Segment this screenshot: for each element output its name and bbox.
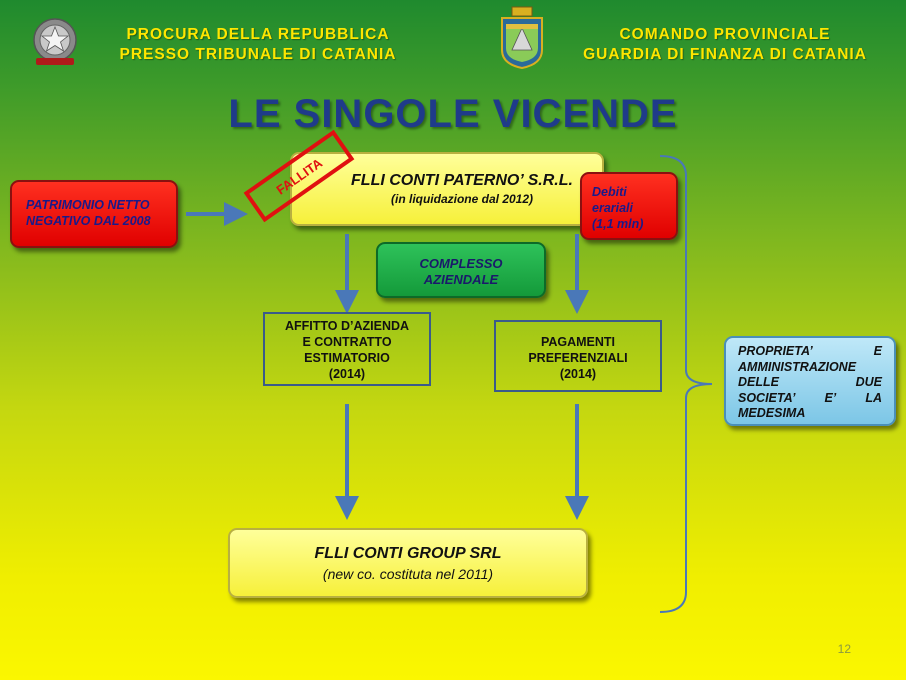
right-header-line2: GUARDIA DI FINANZA DI CATANIA bbox=[583, 46, 867, 63]
group-line2: (new co. costituta nel 2011) bbox=[322, 566, 494, 582]
debiti-line3: (1,1 mln) bbox=[592, 217, 644, 231]
right-header: COMANDO PROVINCIALE GUARDIA DI FINANZA D… bbox=[552, 25, 898, 65]
affitto-line1: AFFITTO D’AZIENDA bbox=[284, 319, 410, 333]
proprieta-line1: PROPRIETA’ E bbox=[738, 344, 882, 358]
slide-title: LE SINGOLE VICENDE bbox=[228, 92, 678, 136]
proprieta-line4: SOCIETA’ E’ LA bbox=[738, 390, 882, 405]
patrimonio-line1: PATRIMONIO NETTO bbox=[26, 198, 150, 212]
guardia-finanza-crest-icon bbox=[498, 6, 546, 70]
proprieta-amministrazione-box: PROPRIETA’ E AMMINISTRAZIONE DELLE DUE S… bbox=[724, 336, 896, 426]
right-header-line1: COMANDO PROVINCIALE bbox=[619, 26, 831, 43]
group-line1: FLLI CONTI GROUP SRL bbox=[314, 545, 502, 562]
left-header: PROCURA DELLA REPUBBLICA PRESSO TRIBUNAL… bbox=[88, 25, 428, 65]
affitto-line3: ESTIMATORIO bbox=[304, 351, 390, 365]
affitto-line4: (2014) bbox=[328, 367, 366, 381]
complesso-aziendale-box: COMPLESSO AZIENDALE bbox=[376, 242, 546, 298]
page-number: 12 bbox=[837, 642, 851, 656]
right-brace bbox=[659, 155, 713, 613]
complesso-line2: AZIENDALE bbox=[423, 272, 499, 287]
republic-emblem-icon bbox=[30, 16, 80, 68]
complesso-line1: COMPLESSO bbox=[419, 256, 503, 271]
patrimonio-line2: NEGATIVO DAL 2008 bbox=[26, 214, 151, 228]
flli-conti-group-box: FLLI CONTI GROUP SRL (new co. costituta … bbox=[228, 528, 588, 598]
pagamenti-line3: (2014) bbox=[559, 367, 597, 381]
paterno-line2: (in liquidazione dal 2012) bbox=[390, 192, 534, 206]
proprieta-line2: AMMINISTRAZIONE bbox=[738, 359, 857, 374]
debiti-erariali-box: Debiti erariali (1,1 mln) bbox=[580, 172, 678, 240]
debiti-line1: Debiti bbox=[592, 185, 627, 199]
proprieta-line5: MEDESIMA bbox=[738, 406, 806, 420]
pagamenti-line1: PAGAMENTI bbox=[540, 335, 616, 349]
flli-conti-paterno-box: FLLI CONTI PATERNO’ S.R.L. (in liquidazi… bbox=[290, 152, 604, 226]
proprieta-line3: DELLE DUE bbox=[738, 375, 882, 389]
left-header-line2: PRESSO TRIBUNALE DI CATANIA bbox=[119, 46, 397, 63]
pagamenti-line2: PREFERENZIALI bbox=[528, 351, 628, 365]
affitto-line2: E CONTRATTO bbox=[302, 335, 392, 349]
debiti-line2: erariali bbox=[592, 201, 634, 215]
affitto-azienda-box: AFFITTO D’AZIENDA E CONTRATTO ESTIMATORI… bbox=[263, 312, 431, 386]
patrimonio-netto-box: PATRIMONIO NETTO NEGATIVO DAL 2008 bbox=[10, 180, 178, 248]
paterno-line1: FLLI CONTI PATERNO’ S.R.L. bbox=[351, 172, 573, 189]
pagamenti-preferenziali-box: PAGAMENTI PREFERENZIALI (2014) bbox=[494, 320, 662, 392]
left-header-line1: PROCURA DELLA REPUBBLICA bbox=[126, 26, 390, 43]
